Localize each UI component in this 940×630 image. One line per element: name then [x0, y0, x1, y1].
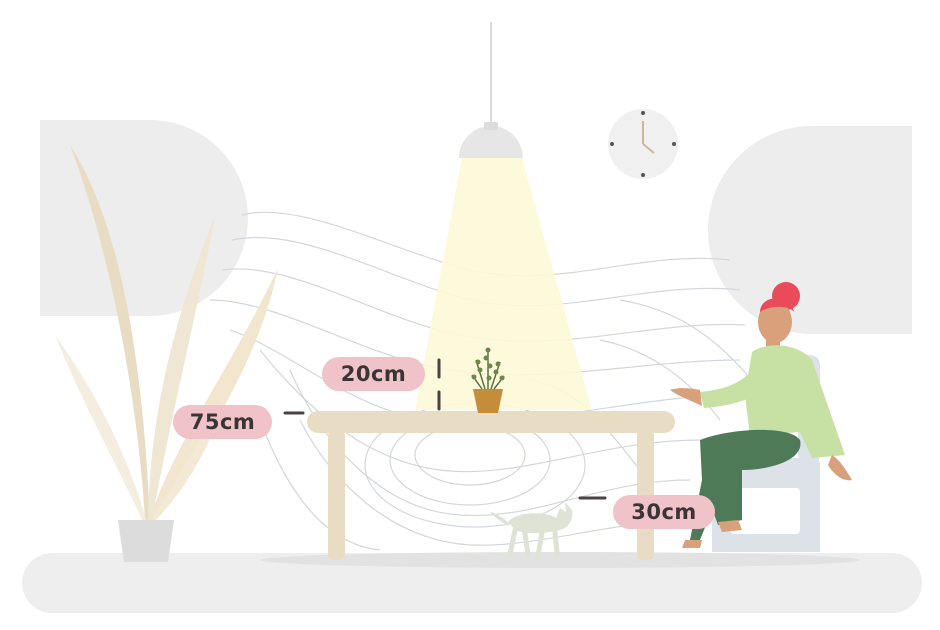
wall-clock-icon: [608, 109, 678, 179]
cat-icon: [490, 502, 573, 560]
pendant-lamp-icon: [415, 22, 592, 410]
potted-herb-icon: [471, 347, 505, 413]
table-height-label: 75cm: [173, 405, 272, 439]
chair-gap-label: 30cm: [613, 495, 715, 529]
floor-plant-icon: [55, 145, 278, 562]
floor: [22, 553, 922, 613]
plant-height-label: 20cm: [322, 357, 425, 391]
measurement-ticks: [283, 358, 607, 500]
left-wall-shape: [40, 120, 248, 316]
floor-shadow: [260, 552, 860, 568]
seated-person-icon: [670, 282, 852, 548]
right-wall-shape: [708, 126, 912, 334]
table: [307, 411, 675, 560]
